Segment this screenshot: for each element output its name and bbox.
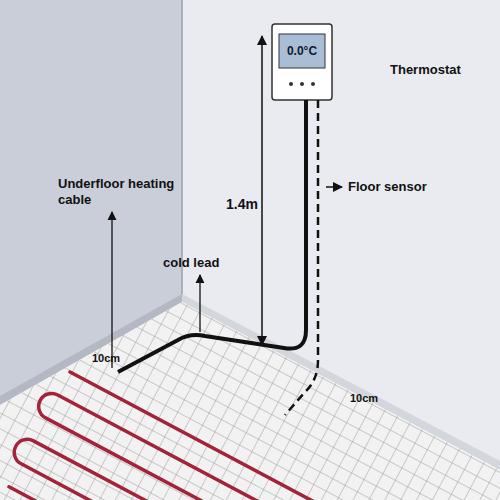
floor-mesh xyxy=(0,302,500,500)
thermostat-body xyxy=(272,24,332,100)
part-label: cold lead xyxy=(163,255,219,271)
display-readout: 0.0°C xyxy=(287,44,317,58)
leader-line xyxy=(199,275,200,332)
dimension-label: 10cm xyxy=(92,352,120,365)
height-dimension xyxy=(261,36,263,345)
floor-sensor-wire xyxy=(285,100,318,415)
leader-line xyxy=(326,186,342,188)
thermostat-button xyxy=(300,82,304,86)
thermostat-screen xyxy=(279,34,325,68)
thermostat-button xyxy=(311,82,315,86)
dimension-label: 10cm xyxy=(350,392,378,405)
part-label: Underfloor heating cable xyxy=(58,176,176,207)
cold-lead xyxy=(118,100,306,372)
heating-cable-loop xyxy=(0,366,461,500)
dimension-label: 1.4m xyxy=(226,196,258,213)
part-label: Floor sensor xyxy=(348,179,427,195)
leader-line xyxy=(111,212,112,368)
part-label: Thermostat xyxy=(390,62,461,78)
heating-cable xyxy=(0,366,461,500)
thermostat-button xyxy=(289,82,293,86)
